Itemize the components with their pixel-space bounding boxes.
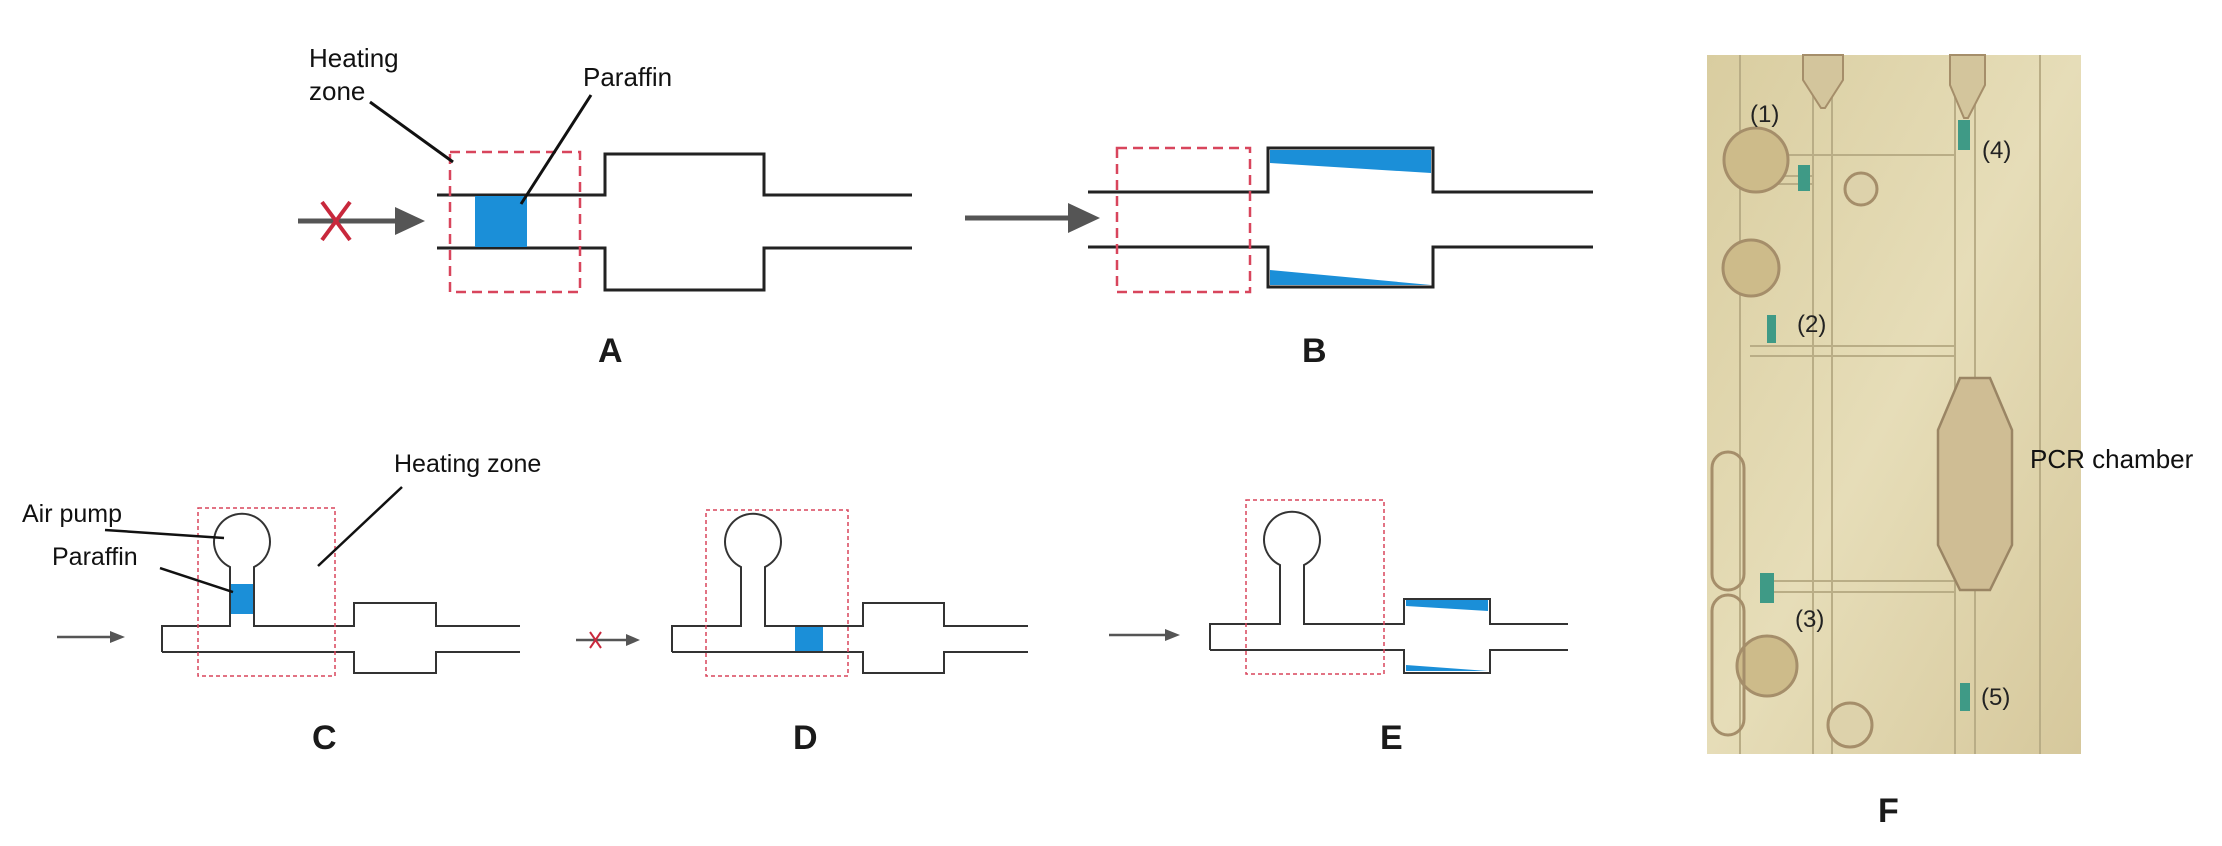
panel-letter-e: E <box>1380 719 1403 757</box>
waste-chamber <box>1710 450 1746 592</box>
panel-c: Air pump Paraffin Heating zone C <box>22 450 541 757</box>
panel-letter-b: B <box>1302 332 1327 370</box>
heating-zone-pointer-a <box>369 100 454 164</box>
top-inlet-left <box>1802 54 1844 109</box>
flow-arrowhead-c <box>110 631 125 643</box>
paraffin-plug-a <box>475 196 527 247</box>
paraffin-deposit-bottom-e <box>1406 665 1488 671</box>
channel-b <box>1088 146 1593 289</box>
paraffin-plug-c <box>231 584 253 614</box>
panel-letter-f: F <box>1878 792 1899 830</box>
heating-zone-label-a-line2: zone <box>309 76 365 106</box>
heating-zone-label-c: Heating zone <box>394 450 541 478</box>
reservoir-3 <box>1735 634 1799 698</box>
panel-letter-d: D <box>793 719 818 757</box>
marker-5: (5) <box>1981 684 2010 711</box>
valve-5 <box>1960 683 1970 711</box>
chip-reservoirs <box>1710 126 1879 749</box>
flow-arrowhead-e <box>1165 629 1180 641</box>
valve-3 <box>1760 573 1774 603</box>
flow-arrowhead-b <box>1068 203 1100 233</box>
paraffin-plug-d <box>795 627 823 651</box>
pcr-chamber-label: PCR chamber <box>2030 444 2194 474</box>
panel-b: B <box>965 146 1593 370</box>
heating-zone-e <box>1245 499 1385 675</box>
waste-chamber-2 <box>1710 593 1746 737</box>
top-inlet-right <box>1949 54 1986 119</box>
paraffin-deposit-bottom-b <box>1270 270 1431 285</box>
heating-zone-b <box>1115 146 1252 294</box>
valve-4 <box>1958 120 1970 150</box>
pcr-chamber-shape <box>1936 376 2014 592</box>
reservoir-2 <box>1721 238 1781 298</box>
reservoir-1 <box>1722 126 1790 194</box>
heating-zone-a <box>448 150 582 294</box>
paraffin-label-c: Paraffin <box>52 543 138 571</box>
panel-a: Heating zone Paraffin A <box>298 43 912 370</box>
marker-1: (1) <box>1750 101 1779 128</box>
paraffin-pointer-a <box>519 94 593 205</box>
marker-2: (2) <box>1797 311 1826 338</box>
panel-letter-a: A <box>598 332 623 370</box>
heating-zone-label-a: Heating zone <box>309 43 406 106</box>
panel-e: E <box>1109 499 1568 757</box>
paraffin-deposit-top-e <box>1406 600 1488 611</box>
blocked-flow-arrowhead-d <box>626 634 640 646</box>
panel-f: (1) (2) (3) (4) (5) PCR chamber F <box>1707 54 2194 830</box>
channel-c <box>161 512 520 674</box>
paraffin-pointer-c <box>159 566 234 594</box>
panel-d: D <box>576 509 1028 757</box>
marker-3: (3) <box>1795 606 1824 633</box>
channel-d <box>671 512 1028 674</box>
heating-zone-c <box>197 507 336 677</box>
paraffin-label-a: Paraffin <box>583 62 672 92</box>
valve-1 <box>1798 165 1810 191</box>
paraffin-valves <box>1760 120 1970 711</box>
heating-zone-label-a-line1: Heating <box>309 43 399 73</box>
bubble-1 <box>1843 171 1879 207</box>
bubble-2 <box>1826 701 1874 749</box>
blocked-x-icon <box>320 200 352 242</box>
blocked-flow-arrowhead <box>395 207 425 235</box>
channel-a <box>437 152 912 292</box>
heating-zone-d <box>705 509 849 677</box>
air-pump-label: Air pump <box>22 500 122 528</box>
panel-letter-c: C <box>312 719 337 757</box>
air-pump-pointer <box>104 528 225 540</box>
channel-e <box>1209 510 1568 674</box>
valve-2 <box>1767 315 1776 343</box>
paraffin-deposit-top-b <box>1270 150 1431 173</box>
heating-zone-pointer-c <box>317 486 403 567</box>
blocked-x-icon-d <box>589 631 602 649</box>
marker-4: (4) <box>1982 137 2011 164</box>
